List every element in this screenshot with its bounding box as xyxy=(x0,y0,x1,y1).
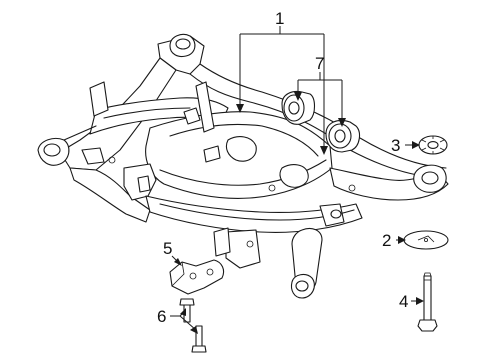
callout-7: 7 xyxy=(315,54,324,73)
bushing-upper xyxy=(281,90,316,125)
callout-numbers: 1 2 3 4 5 6 7 xyxy=(157,9,408,326)
callout-3: 3 xyxy=(391,136,400,155)
long-bolt-part-4 xyxy=(417,272,438,332)
callout-lines xyxy=(170,26,424,334)
plate-part-2 xyxy=(403,230,449,250)
callout-5: 5 xyxy=(163,239,172,258)
bracket-part-5 xyxy=(169,259,225,295)
bolt-lower-part-6 xyxy=(191,325,207,353)
washer-part-3 xyxy=(418,135,448,155)
callout-2: 2 xyxy=(382,231,391,250)
callout-6: 6 xyxy=(157,307,166,326)
crossmember-frame xyxy=(37,33,449,299)
callout-1: 1 xyxy=(275,9,284,28)
bushing-lower xyxy=(325,119,361,153)
bolt-upper-part-6 xyxy=(179,298,195,323)
callout-4: 4 xyxy=(399,292,408,311)
